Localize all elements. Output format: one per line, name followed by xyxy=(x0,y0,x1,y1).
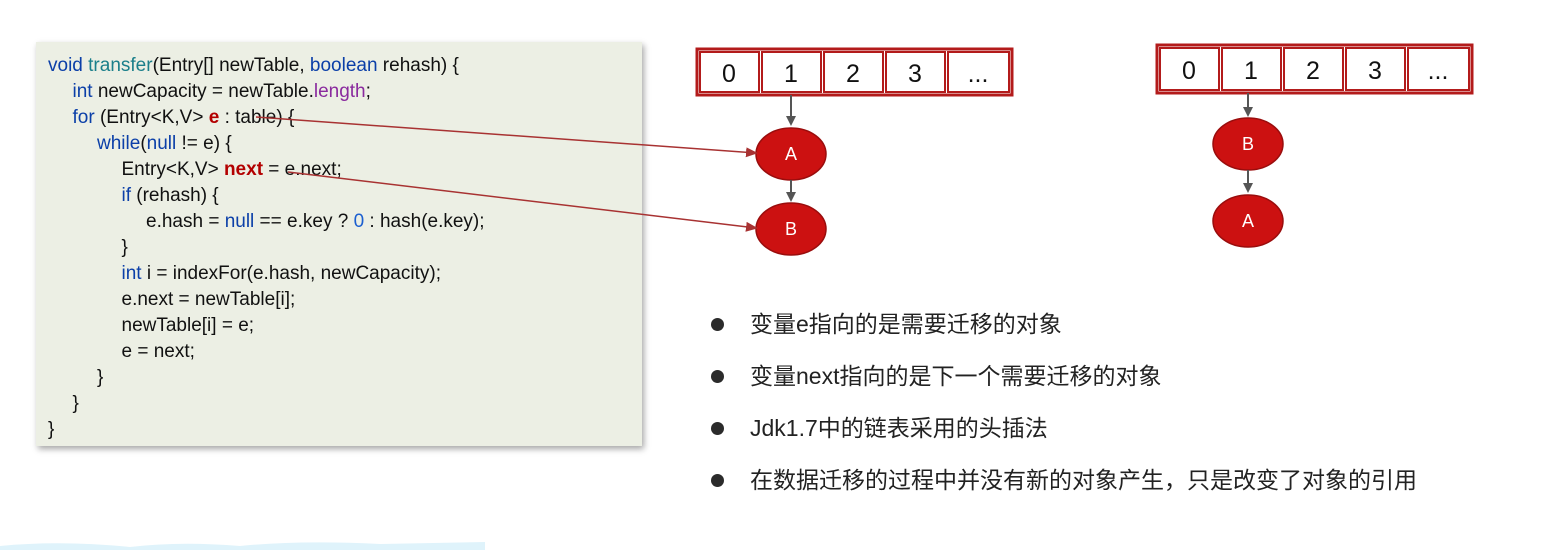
code-token: e.hash = xyxy=(146,211,225,232)
code-token: int xyxy=(121,263,142,284)
code-token: e = next; xyxy=(121,341,195,362)
new-node-b-label: B xyxy=(1242,134,1254,154)
code-token: == e.key ? xyxy=(254,211,354,232)
code-token: for xyxy=(72,107,95,128)
new-cell-label-1: 1 xyxy=(1244,57,1258,85)
code-token: newTable[i] = e; xyxy=(121,315,255,336)
old-cell-3 xyxy=(885,51,946,93)
old-cell-label-1: 1 xyxy=(784,60,798,88)
code-token: 0 xyxy=(353,211,365,232)
old-cell-4 xyxy=(947,51,1010,93)
code-token: if xyxy=(121,185,132,206)
code-token: while xyxy=(97,133,141,154)
new-cell-3 xyxy=(1345,47,1406,91)
new-cell-label-3: 3 xyxy=(1368,57,1382,85)
old-cell-1 xyxy=(761,51,822,93)
code-line: } xyxy=(122,235,128,261)
old-cell-label-2: 2 xyxy=(846,60,860,88)
bullet-text: 在数据迁移的过程中并没有新的对象产生，只是改变了对象的引用 xyxy=(750,467,1417,493)
old-cell-2 xyxy=(823,51,884,93)
code-token: boolean xyxy=(309,55,378,76)
code-token: ( xyxy=(140,133,147,154)
new-cell-1 xyxy=(1221,47,1282,91)
code-line: } xyxy=(97,365,103,391)
code-line: e = next; xyxy=(122,339,195,365)
code-token: != e) { xyxy=(176,133,232,154)
code-line: e.hash = null == e.key ? 0 : hash(e.key)… xyxy=(146,209,485,235)
code-token: Entry<K,V> xyxy=(121,159,224,180)
code-token: } xyxy=(72,393,79,414)
new-node-a xyxy=(1212,194,1284,248)
code-token: void xyxy=(48,55,89,76)
new-cell-label-4: ... xyxy=(1428,57,1449,85)
code-token: null xyxy=(146,133,177,154)
bullet-item: Jdk1.7中的链表采用的头插法 xyxy=(708,408,1528,460)
new-table: 0 1 2 3 ... B A xyxy=(1155,43,1474,248)
code-token: } xyxy=(48,419,55,440)
old-cell-0 xyxy=(699,51,760,93)
bullet-item: 变量e指向的是需要迁移的对象 xyxy=(708,304,1528,356)
code-line: newTable[i] = e; xyxy=(122,313,255,339)
code-line: } xyxy=(73,391,79,417)
new-cell-2 xyxy=(1283,47,1344,91)
next-pointer-arrow xyxy=(287,171,758,232)
bullet-dot-icon xyxy=(711,474,724,487)
old-cell-label-0: 0 xyxy=(722,60,736,88)
code-token: = e.next; xyxy=(263,159,342,180)
bullet-dot-icon xyxy=(711,370,724,383)
code-line: if (rehash) { xyxy=(122,183,219,209)
code-token: (Entry[] newTable, xyxy=(152,55,310,76)
code-line: e.next = newTable[i]; xyxy=(122,287,296,313)
code-line: int newCapacity = newTable.length; xyxy=(73,79,371,105)
code-line: Entry<K,V> next = e.next; xyxy=(122,157,342,183)
old-cell-label-4: ... xyxy=(968,60,989,88)
bottom-decoration xyxy=(0,542,485,550)
code-token: null xyxy=(224,211,255,232)
code-token: transfer xyxy=(88,55,153,76)
bullet-text: Jdk1.7中的链表采用的头插法 xyxy=(750,415,1048,441)
bullet-dot-icon xyxy=(711,318,724,331)
code-token: rehash) { xyxy=(377,55,459,76)
code-token: (Entry<K,V> xyxy=(94,107,209,128)
bullet-list: 变量e指向的是需要迁移的对象 变量next指向的是下一个需要迁移的对象 Jdk1… xyxy=(708,304,1528,512)
old-node-a-label: A xyxy=(785,144,797,164)
bullet-dot-icon xyxy=(711,422,724,435)
code-token: : hash(e.key); xyxy=(364,211,485,232)
new-cell-0 xyxy=(1159,47,1220,91)
new-cell-label-2: 2 xyxy=(1306,57,1320,85)
old-table: 0 1 2 3 ... A B xyxy=(695,47,1014,256)
code-line: int i = indexFor(e.hash, newCapacity); xyxy=(122,261,441,287)
new-node-a-label: A xyxy=(1242,211,1254,231)
code-token: (rehash) { xyxy=(131,185,219,206)
highlighted-variable: next xyxy=(223,159,264,180)
code-panel: void transfer(Entry[] newTable, boolean … xyxy=(36,42,642,446)
bullet-text: 变量next指向的是下一个需要迁移的对象 xyxy=(750,363,1162,389)
highlighted-variable: e xyxy=(208,107,220,128)
code-token: } xyxy=(97,367,104,388)
e-pointer-arrow xyxy=(255,116,758,158)
code-token: newCapacity = newTable. xyxy=(92,81,314,102)
bullet-text: 变量e指向的是需要迁移的对象 xyxy=(750,311,1062,337)
bullet-item: 在数据迁移的过程中并没有新的对象产生，只是改变了对象的引用 xyxy=(708,460,1528,512)
new-cell-label-0: 0 xyxy=(1182,57,1196,85)
new-cell-4 xyxy=(1407,47,1470,91)
code-token: } xyxy=(121,237,128,258)
bullet-item: 变量next指向的是下一个需要迁移的对象 xyxy=(708,356,1528,408)
old-cell-label-3: 3 xyxy=(908,60,922,88)
old-node-b-label: B xyxy=(785,219,797,239)
code-token: e.next = newTable[i]; xyxy=(121,289,296,310)
code-line: while(null != e) { xyxy=(97,131,232,157)
code-token: length xyxy=(313,81,366,102)
code-token: int xyxy=(72,81,93,102)
code-token: i = indexFor(e.hash, newCapacity); xyxy=(141,263,441,284)
code-token: ; xyxy=(365,81,371,102)
code-line: void transfer(Entry[] newTable, boolean … xyxy=(48,53,459,79)
code-line: } xyxy=(48,417,54,443)
